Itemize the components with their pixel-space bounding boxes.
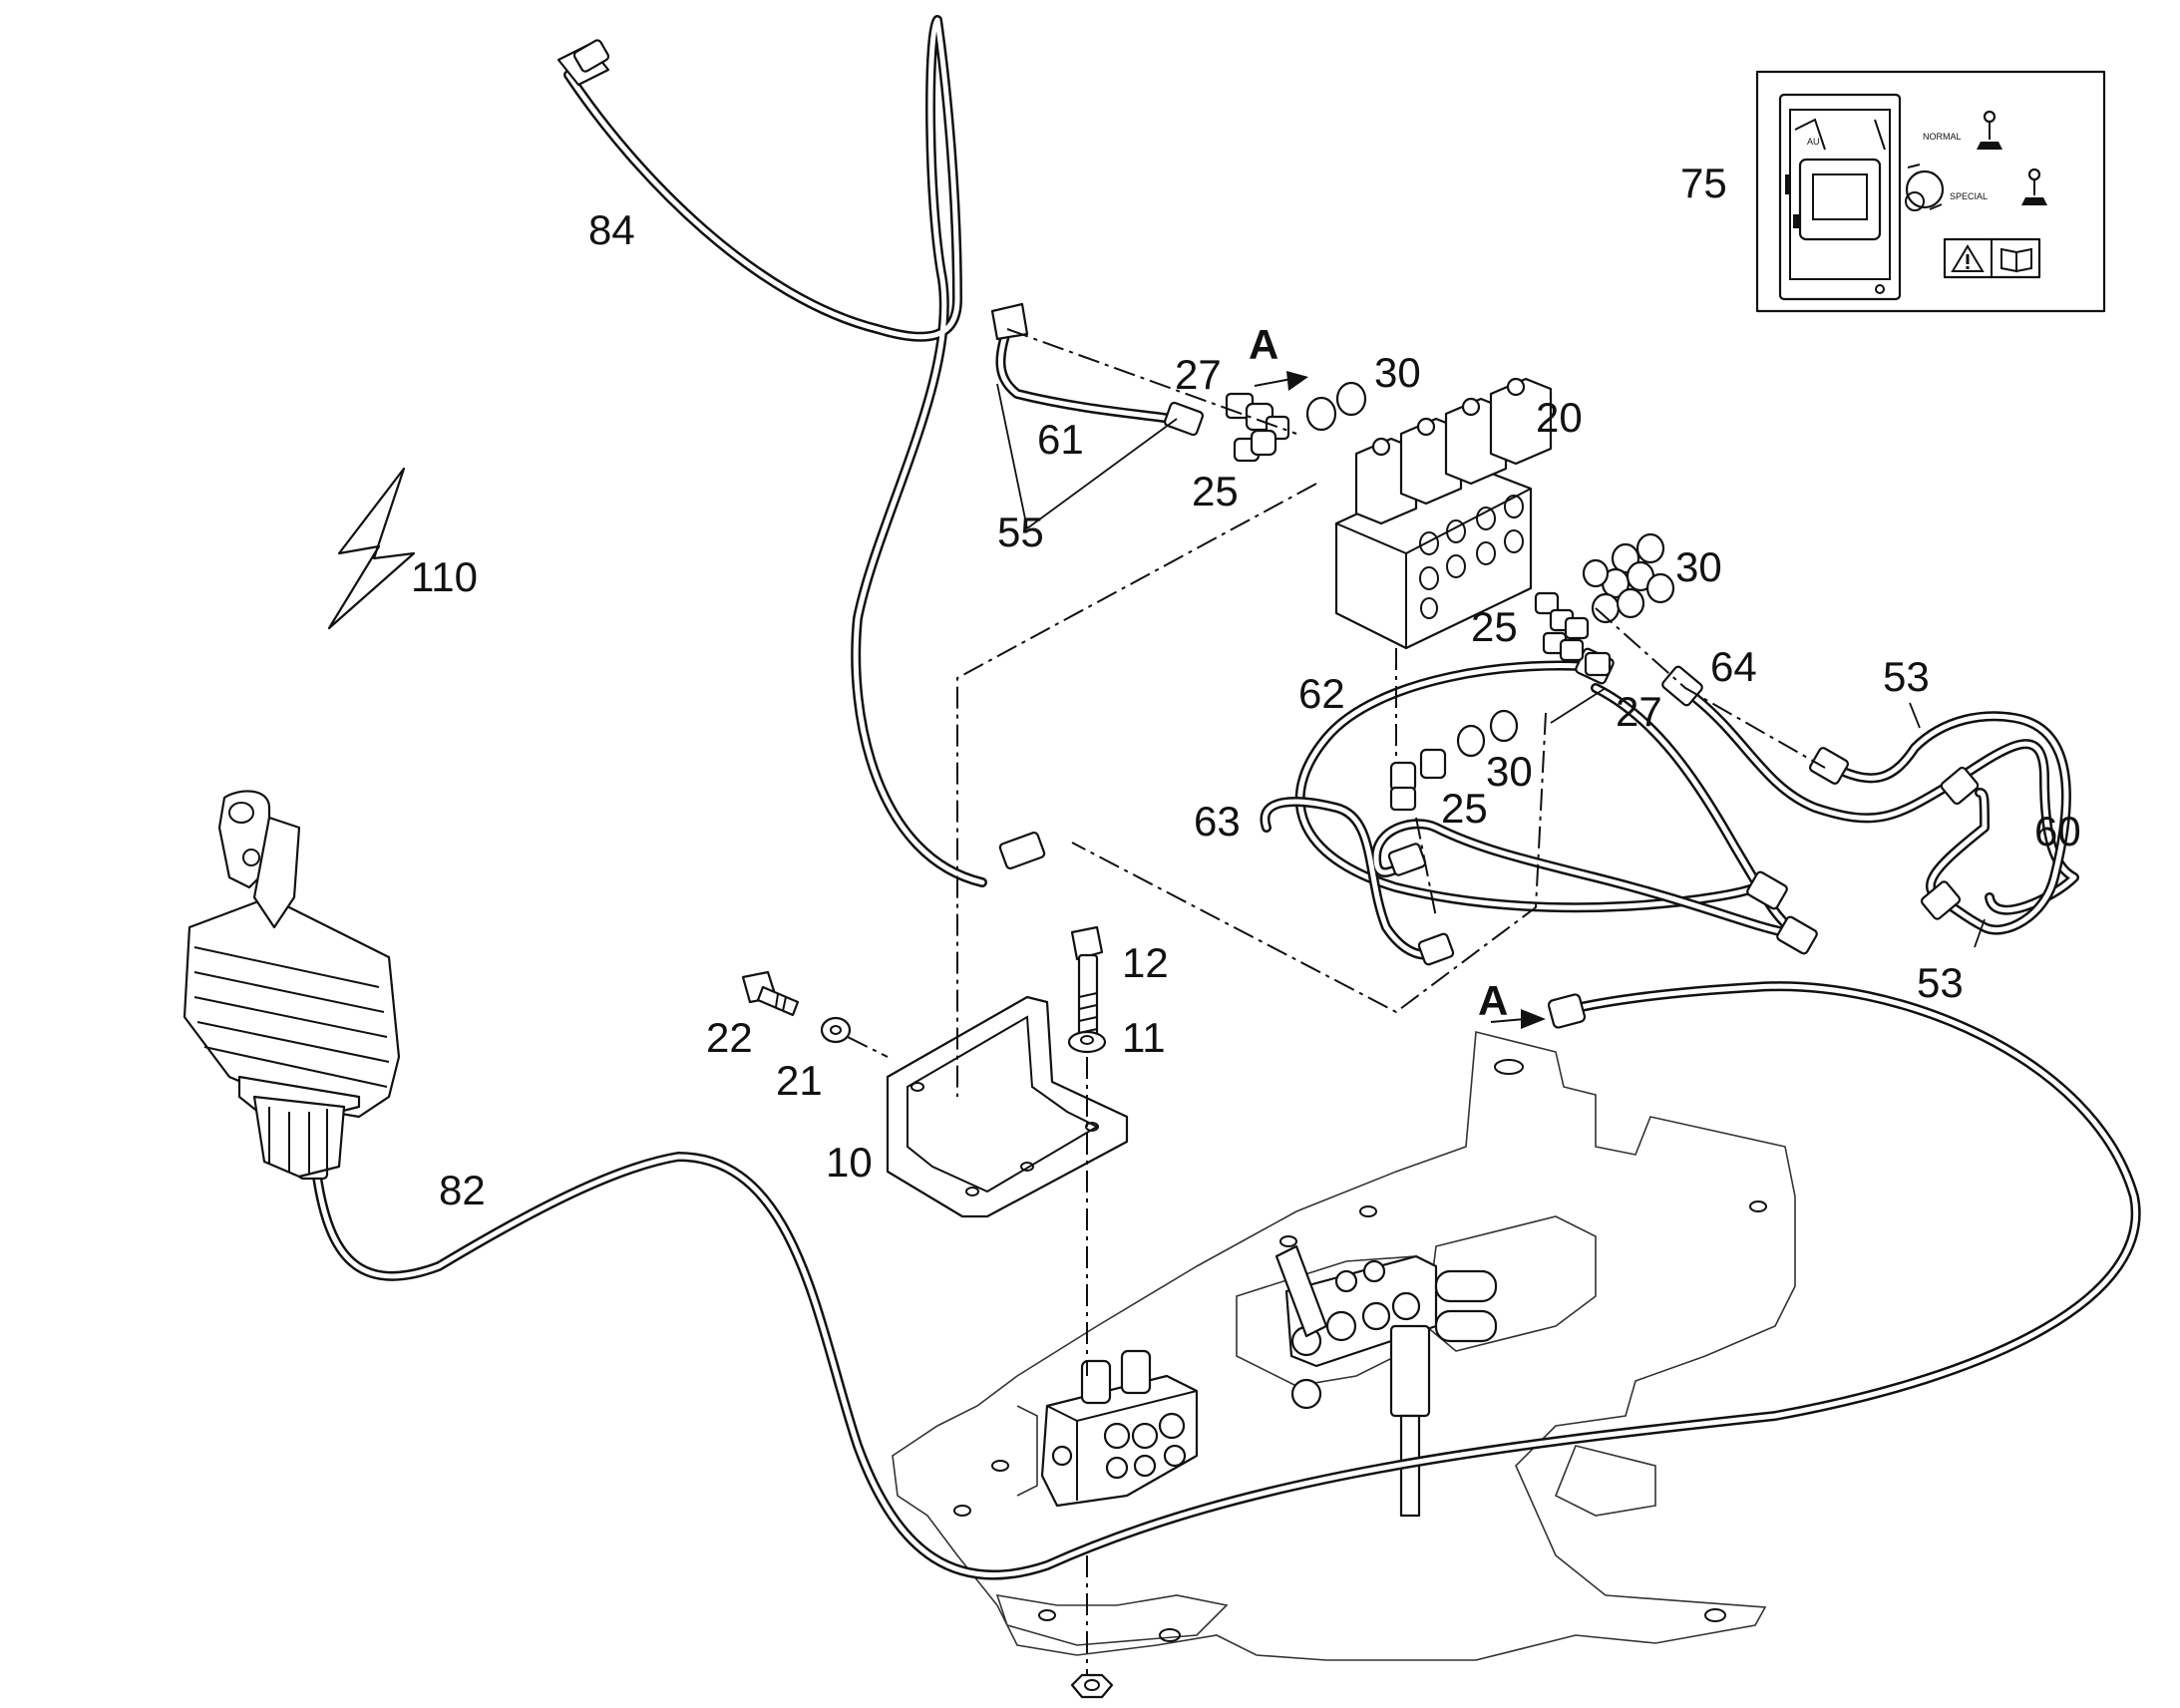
- hose-fittings: [297, 39, 1980, 1181]
- callout-30: 30: [1675, 543, 1722, 590]
- callout-25: 25: [1471, 603, 1518, 650]
- callout-61: 61: [1037, 416, 1084, 463]
- callout-30: 30: [1486, 748, 1533, 795]
- callout-110: 110: [411, 553, 478, 600]
- hose-63: [1260, 797, 1790, 960]
- callout-labels: 75 84 27 30 20 61 25 55 110 30 25 64 53 …: [411, 160, 2081, 1213]
- view-marker-a-top: A: [1249, 321, 1278, 368]
- callout-12: 12: [1122, 939, 1169, 986]
- view-marker-a-bottom: A: [1478, 977, 1508, 1024]
- callout-leaders: [996, 383, 1986, 948]
- fittings-group-top: [1225, 381, 1367, 463]
- callout-60: 60: [2034, 808, 2081, 854]
- lightning-bolt-icon: [327, 467, 416, 630]
- callout-53: 53: [1917, 959, 1964, 1006]
- callout-11: 11: [1122, 1014, 1166, 1061]
- hose-60: [1830, 711, 2071, 935]
- callout-27: 27: [1175, 351, 1222, 398]
- callout-22: 22: [706, 1014, 753, 1061]
- joystick: [182, 790, 401, 1179]
- nut: [1070, 1673, 1114, 1699]
- washer-11: [1067, 1030, 1107, 1054]
- callout-63: 63: [1194, 798, 1241, 845]
- callout-55: 55: [997, 509, 1044, 555]
- callout-21: 21: [776, 1057, 823, 1104]
- hose-64: [1690, 693, 2079, 915]
- callout-62: 62: [1298, 670, 1345, 717]
- assembly-leaders: [847, 328, 1826, 1675]
- hose-84: [563, 15, 987, 887]
- mounting-bracket: [886, 995, 1129, 1218]
- callout-10: 10: [826, 1139, 873, 1186]
- lever-special-icon: [2021, 168, 2047, 205]
- manual-book-icon: [2000, 247, 2032, 273]
- solenoid-coils: [1354, 377, 1553, 525]
- callout-84: 84: [588, 206, 635, 253]
- washer-21: [820, 1016, 852, 1044]
- callout-20: 20: [1536, 394, 1583, 441]
- base-plate: [892, 1030, 1796, 1661]
- fittings-group-right: [1534, 532, 1675, 677]
- hose-61: [995, 324, 1177, 424]
- callout-75: 75: [1680, 160, 1727, 206]
- hose-82: [312, 981, 2141, 1580]
- hose-62: [1294, 660, 1800, 937]
- bolt-22: [741, 970, 800, 1017]
- pedal-valve-assembly: [1040, 1244, 1498, 1518]
- fittings-group-middle: [1389, 709, 1519, 812]
- callout-25: 25: [1192, 468, 1239, 514]
- decal-plate-text: AU: [1807, 137, 1820, 147]
- callout-30: 30: [1374, 349, 1421, 396]
- callout-64: 64: [1710, 643, 1757, 690]
- callout-53: 53: [1883, 653, 1930, 700]
- callout-27: 27: [1616, 688, 1662, 735]
- warning-triangle-icon: [1951, 244, 1985, 272]
- bolt-12: [1070, 925, 1104, 1047]
- callout-82: 82: [439, 1167, 486, 1213]
- arrow-right-icon: [1254, 371, 1308, 391]
- decal-normal-label: NORMAL: [1923, 132, 1962, 142]
- callout-25: 25: [1441, 785, 1488, 832]
- solenoid-valve-block: [1334, 377, 1553, 650]
- arrow-right-icon: [1490, 1009, 1546, 1029]
- decal-special-label: SPECIAL: [1950, 191, 1988, 201]
- lever-normal-icon: [1977, 110, 2002, 150]
- decal-75: AU NORMAL SPECIAL: [1755, 70, 2106, 313]
